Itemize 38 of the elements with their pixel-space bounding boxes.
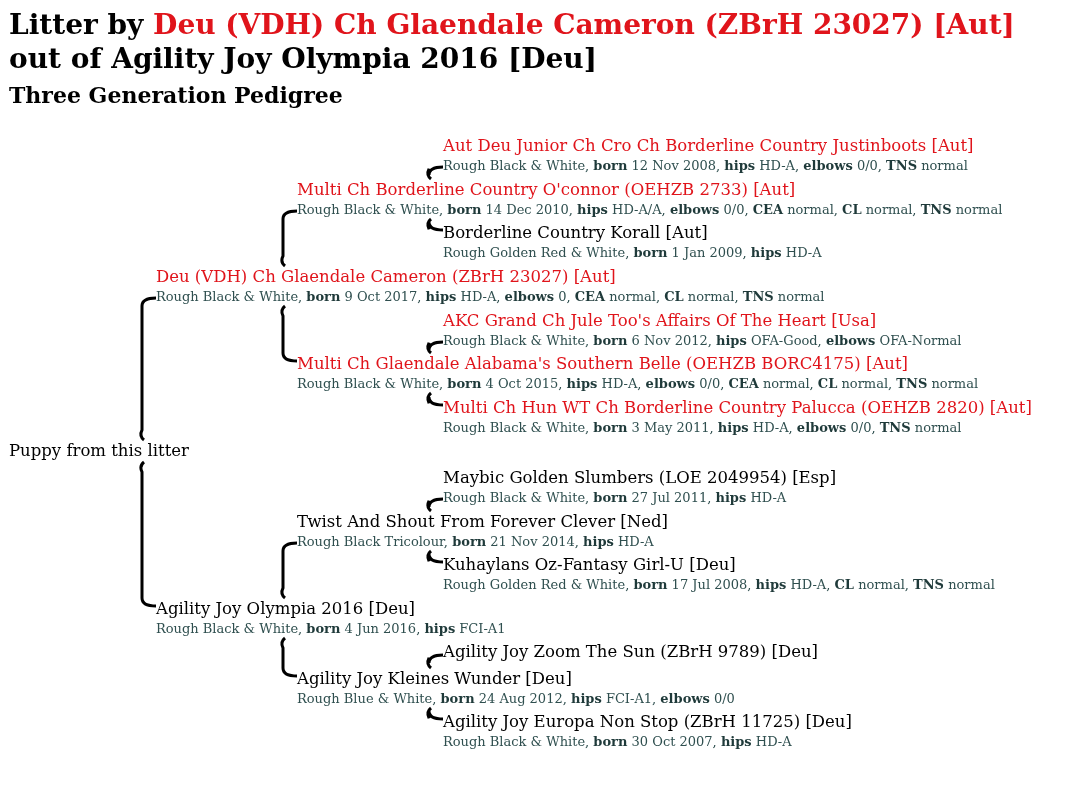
dog-name: Twist And Shout From Forever Clever [Ned]: [297, 511, 668, 533]
dog-name: Agility Joy Olympia 2016 [Deu]: [156, 598, 416, 620]
pedigree-details: Rough Black & White, born 6 Nov 2012, hips OFA-Good, elbows OFA-Normal: [443, 332, 962, 350]
pedigree-details: Rough Black & White, born 3 May 2011, hips HD-A, elbows 0/0, TNS normal: [443, 419, 962, 437]
pedigree-details: Rough Black & White, born 27 Jul 2011, hips HD-A: [443, 489, 787, 507]
brace-connector: [426, 340, 444, 355]
brace-connector: [426, 549, 444, 564]
dog-name: Puppy from this litter: [9, 440, 189, 462]
brace-connector: [426, 391, 444, 407]
dog-name: Agility Joy Kleines Wunder [Deu]: [297, 668, 572, 690]
dog-name: Multi Ch Glaendale Alabama's Southern Belle (OEHZB BORC4175) [Aut]: [297, 353, 909, 375]
brace-connector: [426, 497, 444, 513]
pedigree-details: Rough Black & White, born 4 Jun 2016, hips FCI-A1: [156, 620, 506, 638]
dog-name: Borderline Country Korall [Aut]: [443, 222, 708, 244]
dog-name: AKC Grand Ch Jule Too's Affairs Of The Heart [Usa]: [443, 310, 877, 332]
pedigree-details: Rough Golden Red & White, born 1 Jan 2009, hips HD-A: [443, 244, 822, 262]
pedigree-details: Rough Black & White, born 9 Oct 2017, hips HD-A, elbows 0, CEA normal, CL normal, TNS normal: [156, 288, 825, 306]
dog-name: Kuhaylans Oz-Fantasy Girl-U [Deu]: [443, 554, 736, 576]
pedigree-title: Litter by Deu (VDH) Ch Glaendale Cameron (ZBrH 23027) [Aut] out of Agility Joy Olympia 2016 [Deu]: [9, 8, 1015, 76]
brace-connector: [426, 706, 444, 721]
brace-connector: [426, 653, 444, 670]
brace-connector: [426, 165, 444, 181]
subtitle: Three Generation Pedigree: [9, 82, 343, 108]
dog-name: Multi Ch Borderline Country O'connor (OEHZB 2733) [Aut]: [297, 179, 796, 201]
dog-name: Agility Joy Europa Non Stop (ZBrH 11725) [Deu]: [443, 711, 852, 733]
pedigree-details: Rough Black & White, born 14 Dec 2010, hips HD-A/A, elbows 0/0, CEA normal, CL normal, TNS normal: [297, 201, 1003, 219]
dog-name: Maybic Golden Slumbers (LOE 2049954) [Esp]: [443, 467, 837, 489]
pedigree-details: Rough Black & White, born 30 Oct 2007, hips HD-A: [443, 733, 792, 751]
dog-name: Deu (VDH) Ch Glaendale Cameron (ZBrH 23027) [Aut]: [156, 266, 616, 288]
pedigree-details: Rough Black & White, born 4 Oct 2015, hips HD-A, elbows 0/0, CEA normal, CL normal, TNS normal: [297, 375, 979, 393]
dog-name: Agility Joy Zoom The Sun (ZBrH 9789) [Deu]: [443, 641, 818, 663]
brace-connector: [426, 217, 444, 232]
pedigree-details: Rough Golden Red & White, born 17 Jul 2008, hips HD-A, CL normal, TNS normal: [443, 576, 995, 594]
dog-name: Multi Ch Hun WT Ch Borderline Country Palucca (OEHZB 2820) [Aut]: [443, 397, 1032, 419]
pedigree-details: Rough Blue & White, born 24 Aug 2012, hips FCI-A1, elbows 0/0: [297, 690, 735, 708]
pedigree-details: Rough Black & White, born 12 Nov 2008, hips HD-A, elbows 0/0, TNS normal: [443, 157, 968, 175]
dog-name: Aut Deu Junior Ch Cro Ch Borderline Country Justinboots [Aut]: [443, 135, 974, 157]
pedigree-details: Rough Black Tricolour, born 21 Nov 2014, hips HD-A: [297, 533, 654, 551]
